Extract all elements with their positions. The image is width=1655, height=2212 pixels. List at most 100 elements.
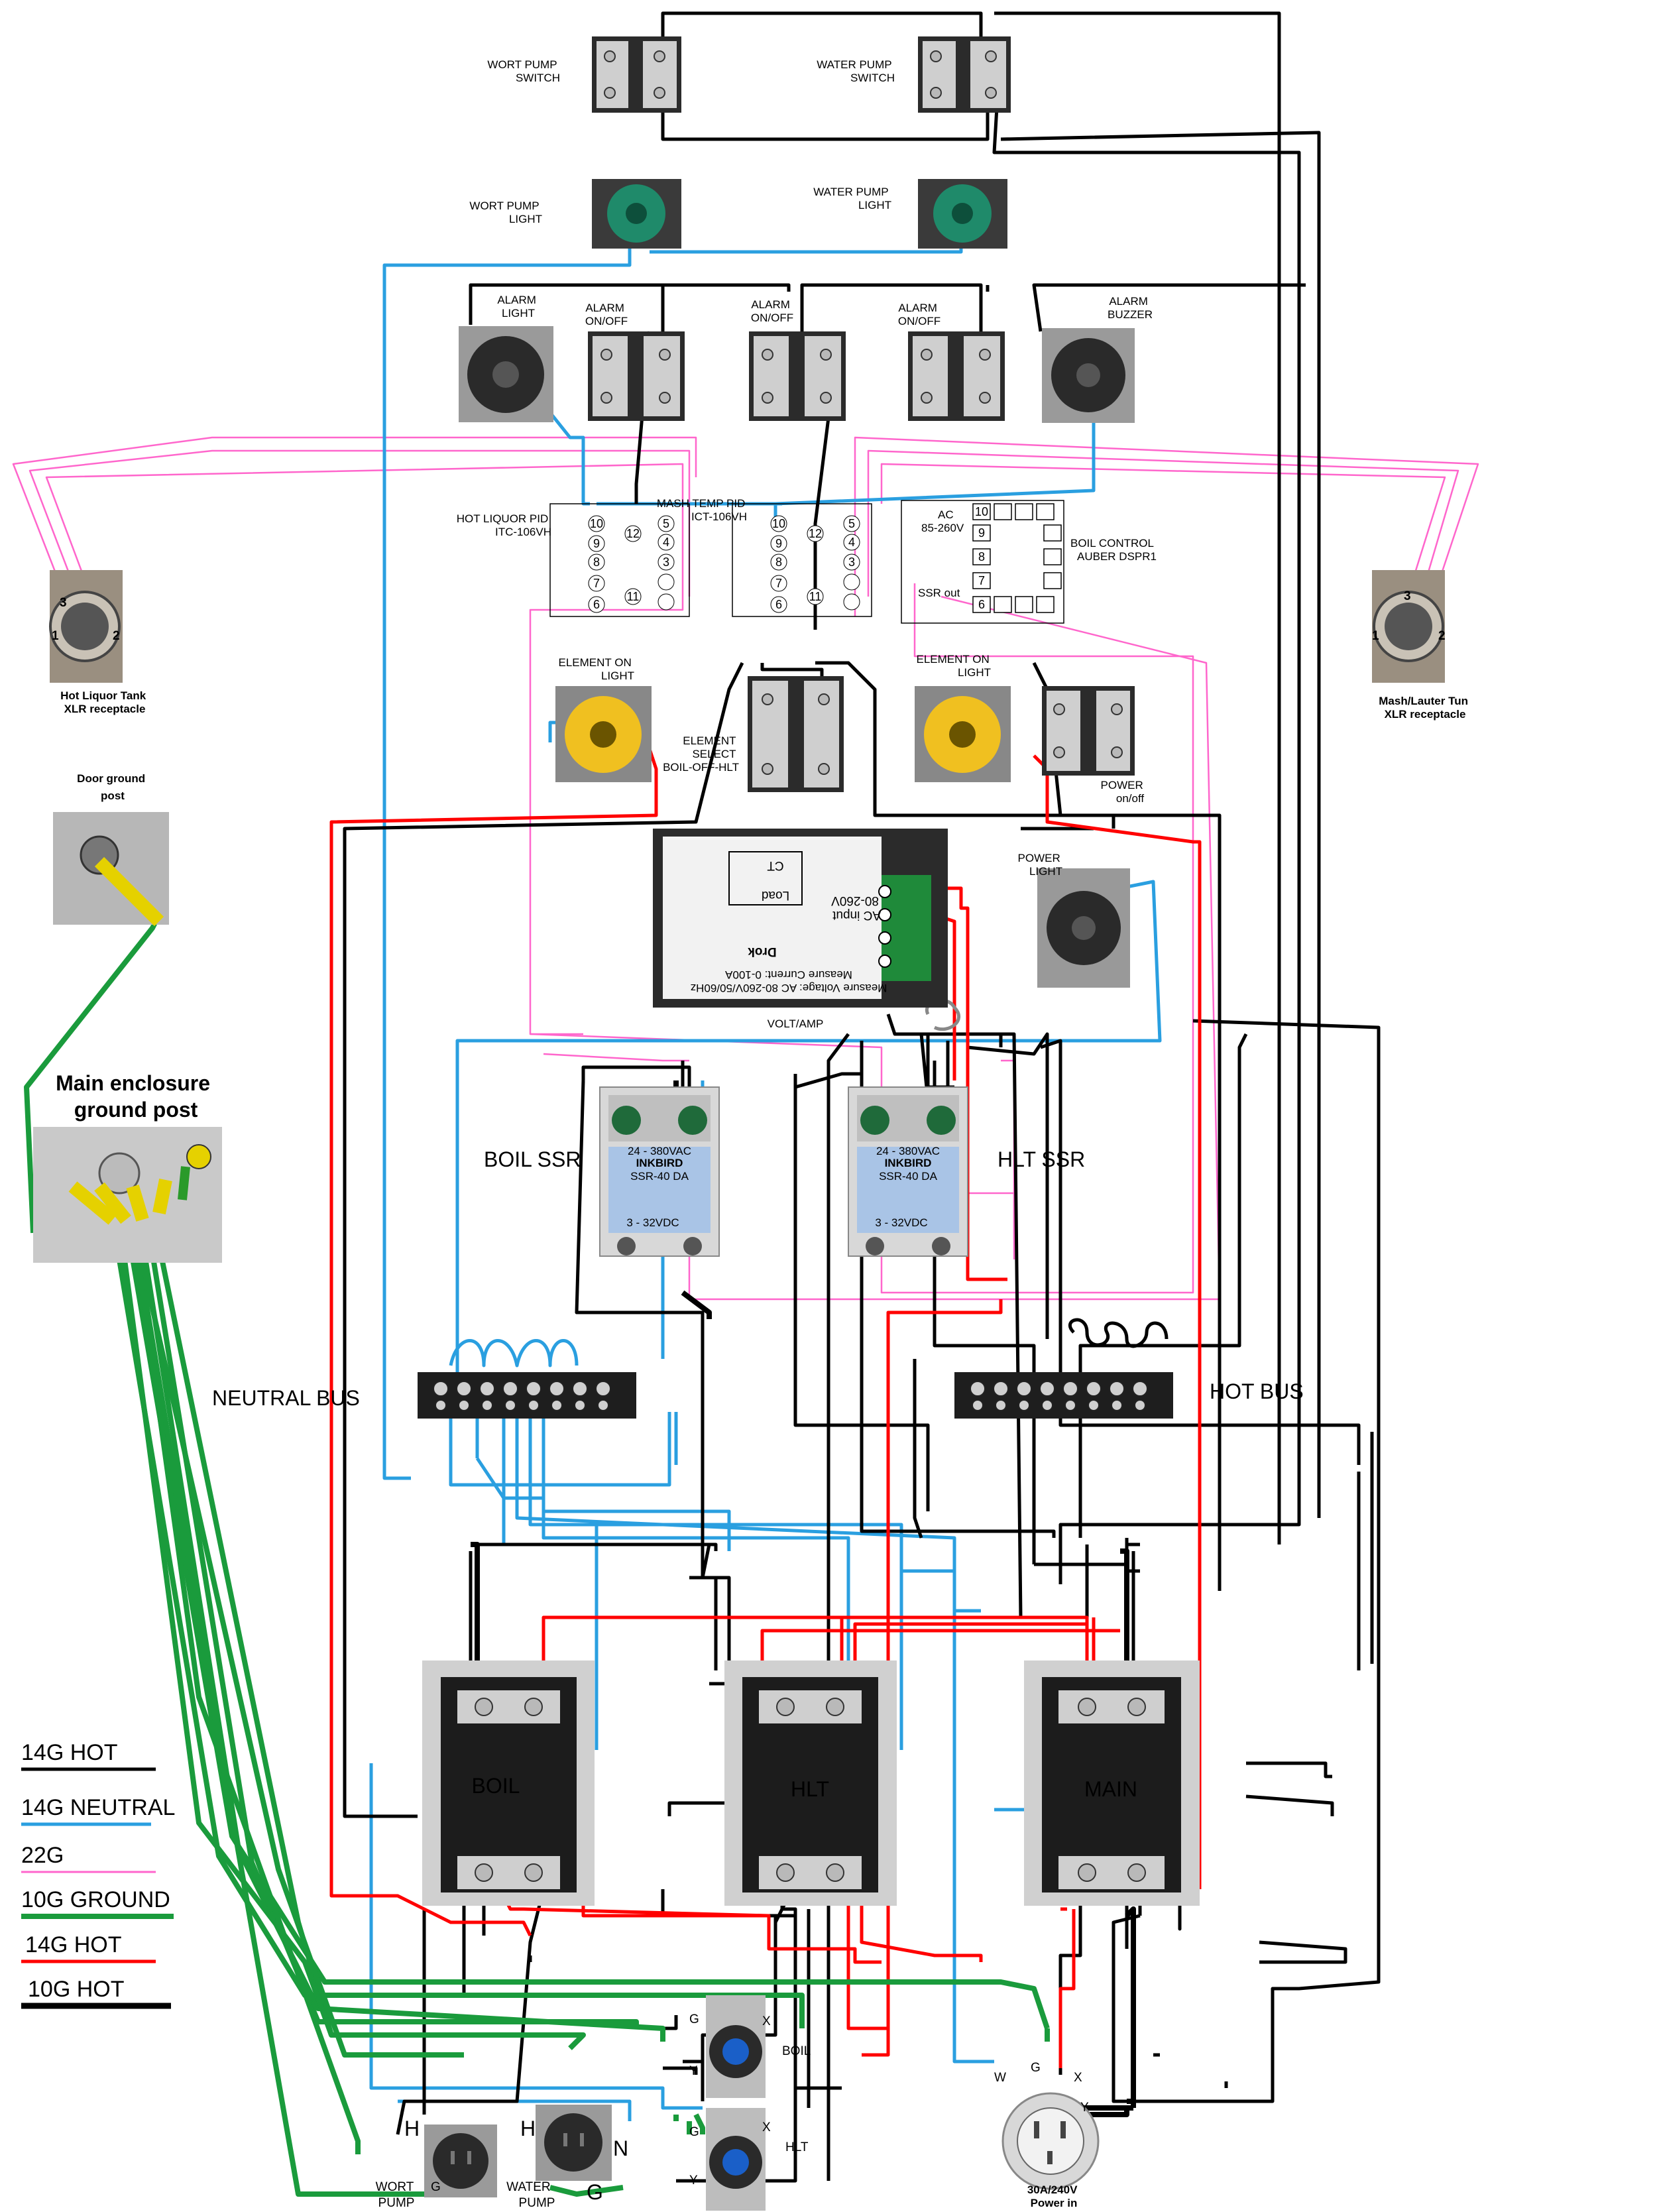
wires — [12, 11, 1479, 2197]
svg-text:7: 7 — [593, 577, 600, 590]
element-select-switch[interactable]: ELEMENT SELECT BOIL-OFF-HLT — [663, 676, 844, 792]
svg-text:9: 9 — [978, 526, 985, 540]
ssr-out-label: SSR out — [918, 587, 960, 599]
legend-label: 10G HOT — [28, 1977, 124, 2002]
svg-text:9: 9 — [593, 537, 600, 550]
svg-text:10: 10 — [975, 505, 988, 518]
boil-twistlock-outlet: G X Y BOIL — [689, 1995, 811, 2098]
svg-text:1: 1 — [52, 629, 59, 643]
hot-bus: HOT BUS — [954, 1372, 1304, 1419]
svg-text:5: 5 — [848, 517, 855, 530]
hlt-ssr-brand: INKBIRD — [885, 1157, 932, 1169]
svg-text:6: 6 — [593, 598, 600, 611]
svg-text:11: 11 — [627, 590, 640, 603]
water-pump-light-label: WATER PUMP LIGHT — [813, 186, 891, 211]
alarm-buzzer-label: ALARM BUZZER — [1108, 295, 1153, 321]
hlt-ssr-input: 3 - 32VDC — [875, 1216, 927, 1229]
hlt-xlr-receptacle: 3 1 2 Hot Liquor Tank XLR receptacle — [49, 570, 149, 715]
svg-text:3: 3 — [60, 596, 67, 610]
water-outlet-g: G — [587, 2180, 603, 2204]
alarm-onoff-switch-3[interactable]: ALARM ON/OFF — [898, 302, 1005, 421]
power-inlet-w: W — [994, 2071, 1006, 2085]
hlt-outlet-label: HLT — [785, 2140, 809, 2154]
boil-outlet-g: G — [689, 2012, 699, 2026]
meter-load: Load — [762, 888, 789, 902]
svg-text:12: 12 — [626, 527, 640, 540]
hot-liquor-pid: 10 9 8 7 6 12 11 5 4 3 HOT LIQUOR PID IT… — [457, 503, 690, 617]
mlt-xlr-label: Mash/Lauter Tun XLR receptacle — [1379, 695, 1471, 721]
hlt-ssr-label: HLT SSR — [998, 1147, 1085, 1171]
water-pump-outlet: H N G WATER PUMP — [506, 2105, 628, 2210]
hlt-ssr-model: SSR-40 DA — [879, 1170, 938, 1183]
boil-ssr-label: BOIL SSR — [484, 1147, 581, 1171]
power-inlet: W G X Y 30A/240V Power in — [994, 2061, 1100, 2209]
legend-label: 22G — [21, 1843, 64, 1868]
wort-pump-light: WORT PUMP LIGHT — [469, 179, 681, 249]
power-onoff-switch[interactable]: POWER on/off — [1042, 686, 1146, 805]
svg-text:3: 3 — [848, 555, 855, 569]
svg-text:3: 3 — [663, 555, 669, 569]
alarm-onoff-switch-2[interactable]: ALARM ON/OFF — [749, 298, 846, 421]
svg-text:3: 3 — [1404, 589, 1411, 603]
svg-text:8: 8 — [775, 555, 782, 569]
power-inlet-label: 30A/240V Power in — [1027, 2183, 1080, 2209]
boil-outlet-label: BOIL — [782, 2044, 811, 2058]
hot-liquor-pid-label: HOT LIQUOR PID ITC-106VH — [457, 512, 551, 538]
volt-amp-label: VOLT/AMP — [768, 1018, 824, 1030]
svg-text:7: 7 — [775, 577, 782, 590]
element-select-label: ELEMENT SELECT BOIL-OFF-HLT — [663, 734, 739, 774]
water-pump-light: WATER PUMP LIGHT — [813, 179, 1007, 249]
svg-text:10: 10 — [590, 517, 603, 530]
legend-item: 14G HOT — [21, 1932, 156, 1963]
hlt-contactor: HLT — [724, 1660, 897, 1906]
alarm-onoff-switch-1[interactable]: ALARM ON/OFF — [585, 302, 685, 421]
water-outlet-n: N — [613, 2136, 628, 2160]
svg-text:4: 4 — [848, 536, 855, 549]
element-on-light-1: ELEMENT ON LIGHT — [555, 656, 652, 782]
mlt-xlr-receptacle: 3 1 2 Mash/Lauter Tun XLR receptacle — [1372, 570, 1471, 721]
svg-text:2: 2 — [1438, 629, 1446, 643]
svg-text:8: 8 — [978, 550, 985, 563]
mash-temp-pid-label: MASH TEMP PID ICT-106VH — [657, 497, 748, 523]
boil-outlet-x: X — [762, 2014, 771, 2028]
legend-item: 22G — [21, 1843, 156, 1873]
legend-item: 14G HOT — [21, 1740, 156, 1771]
alarm-onoff-label-3: ALARM ON/OFF — [898, 302, 941, 327]
hlt-contactor-label: HLT — [791, 1777, 829, 1801]
neutral-bus-label: NEUTRAL BUS — [212, 1386, 360, 1410]
svg-text:10: 10 — [772, 517, 785, 530]
volt-amp-meter: Measure Voltage: AC 80-260V/50/60Hz Meas… — [653, 829, 948, 1030]
neutral-bus: NEUTRAL BUS — [212, 1372, 636, 1419]
boil-ssr-brand: INKBIRD — [636, 1157, 683, 1169]
svg-text:6: 6 — [775, 598, 782, 611]
main-ground-post-label: Main enclosure ground post — [56, 1071, 216, 1122]
main-contactor-label: MAIN — [1084, 1777, 1137, 1801]
water-pump-switch[interactable]: WATER PUMP SWITCH — [817, 36, 1011, 113]
hlt-xlr-label: Hot Liquor Tank XLR receptacle — [60, 689, 149, 715]
main-enclosure-ground-post: Main enclosure ground post — [33, 1071, 222, 1263]
alarm-onoff-label-1: ALARM ON/OFF — [585, 302, 628, 327]
boil-ssr-input: 3 - 32VDC — [626, 1216, 679, 1229]
legend-item: 10G GROUND — [21, 1887, 174, 1919]
door-ground-post-label: Door ground post — [77, 772, 148, 802]
hlt-ssr: INKBIRD SSR-40 DA 24 - 380VAC 3 - 32VDC … — [848, 1086, 1085, 1257]
svg-text:7: 7 — [978, 574, 985, 587]
legend-label: 10G GROUND — [21, 1887, 170, 1912]
alarm-buzzer: ALARM BUZZER — [1042, 295, 1153, 423]
wort-pump-outlet: H G WORT PUMP — [376, 2117, 497, 2210]
legend-label: 14G HOT — [25, 1932, 121, 1957]
wort-pump-switch[interactable]: WORT PUMP SWITCH — [487, 36, 681, 113]
svg-text:1: 1 — [1372, 629, 1379, 643]
power-light-label: POWER LIGHT — [1018, 852, 1064, 878]
svg-text:11: 11 — [809, 590, 822, 603]
svg-text:12: 12 — [809, 527, 822, 540]
alarm-light: ALARM LIGHT — [459, 294, 553, 422]
wort-outlet-h: H — [404, 2117, 420, 2140]
element-on-light-1-label: ELEMENT ON LIGHT — [559, 656, 635, 682]
pid-terminals-left: 10 9 8 7 6 12 11 5 4 3 — [588, 515, 675, 613]
pump-switch-row: WORT PUMP SWITCH WATER PUMP SWITCH WORT … — [469, 36, 1011, 249]
mash-temp-pid: 10 9 8 7 6 12 11 5 4 3 MASH TEMP PID ICT… — [657, 497, 872, 617]
wort-pump-light-label: WORT PUMP LIGHT — [469, 200, 542, 225]
legend-label: 14G NEUTRAL — [21, 1795, 175, 1820]
hlt-outlet-y: Y — [689, 2174, 698, 2187]
